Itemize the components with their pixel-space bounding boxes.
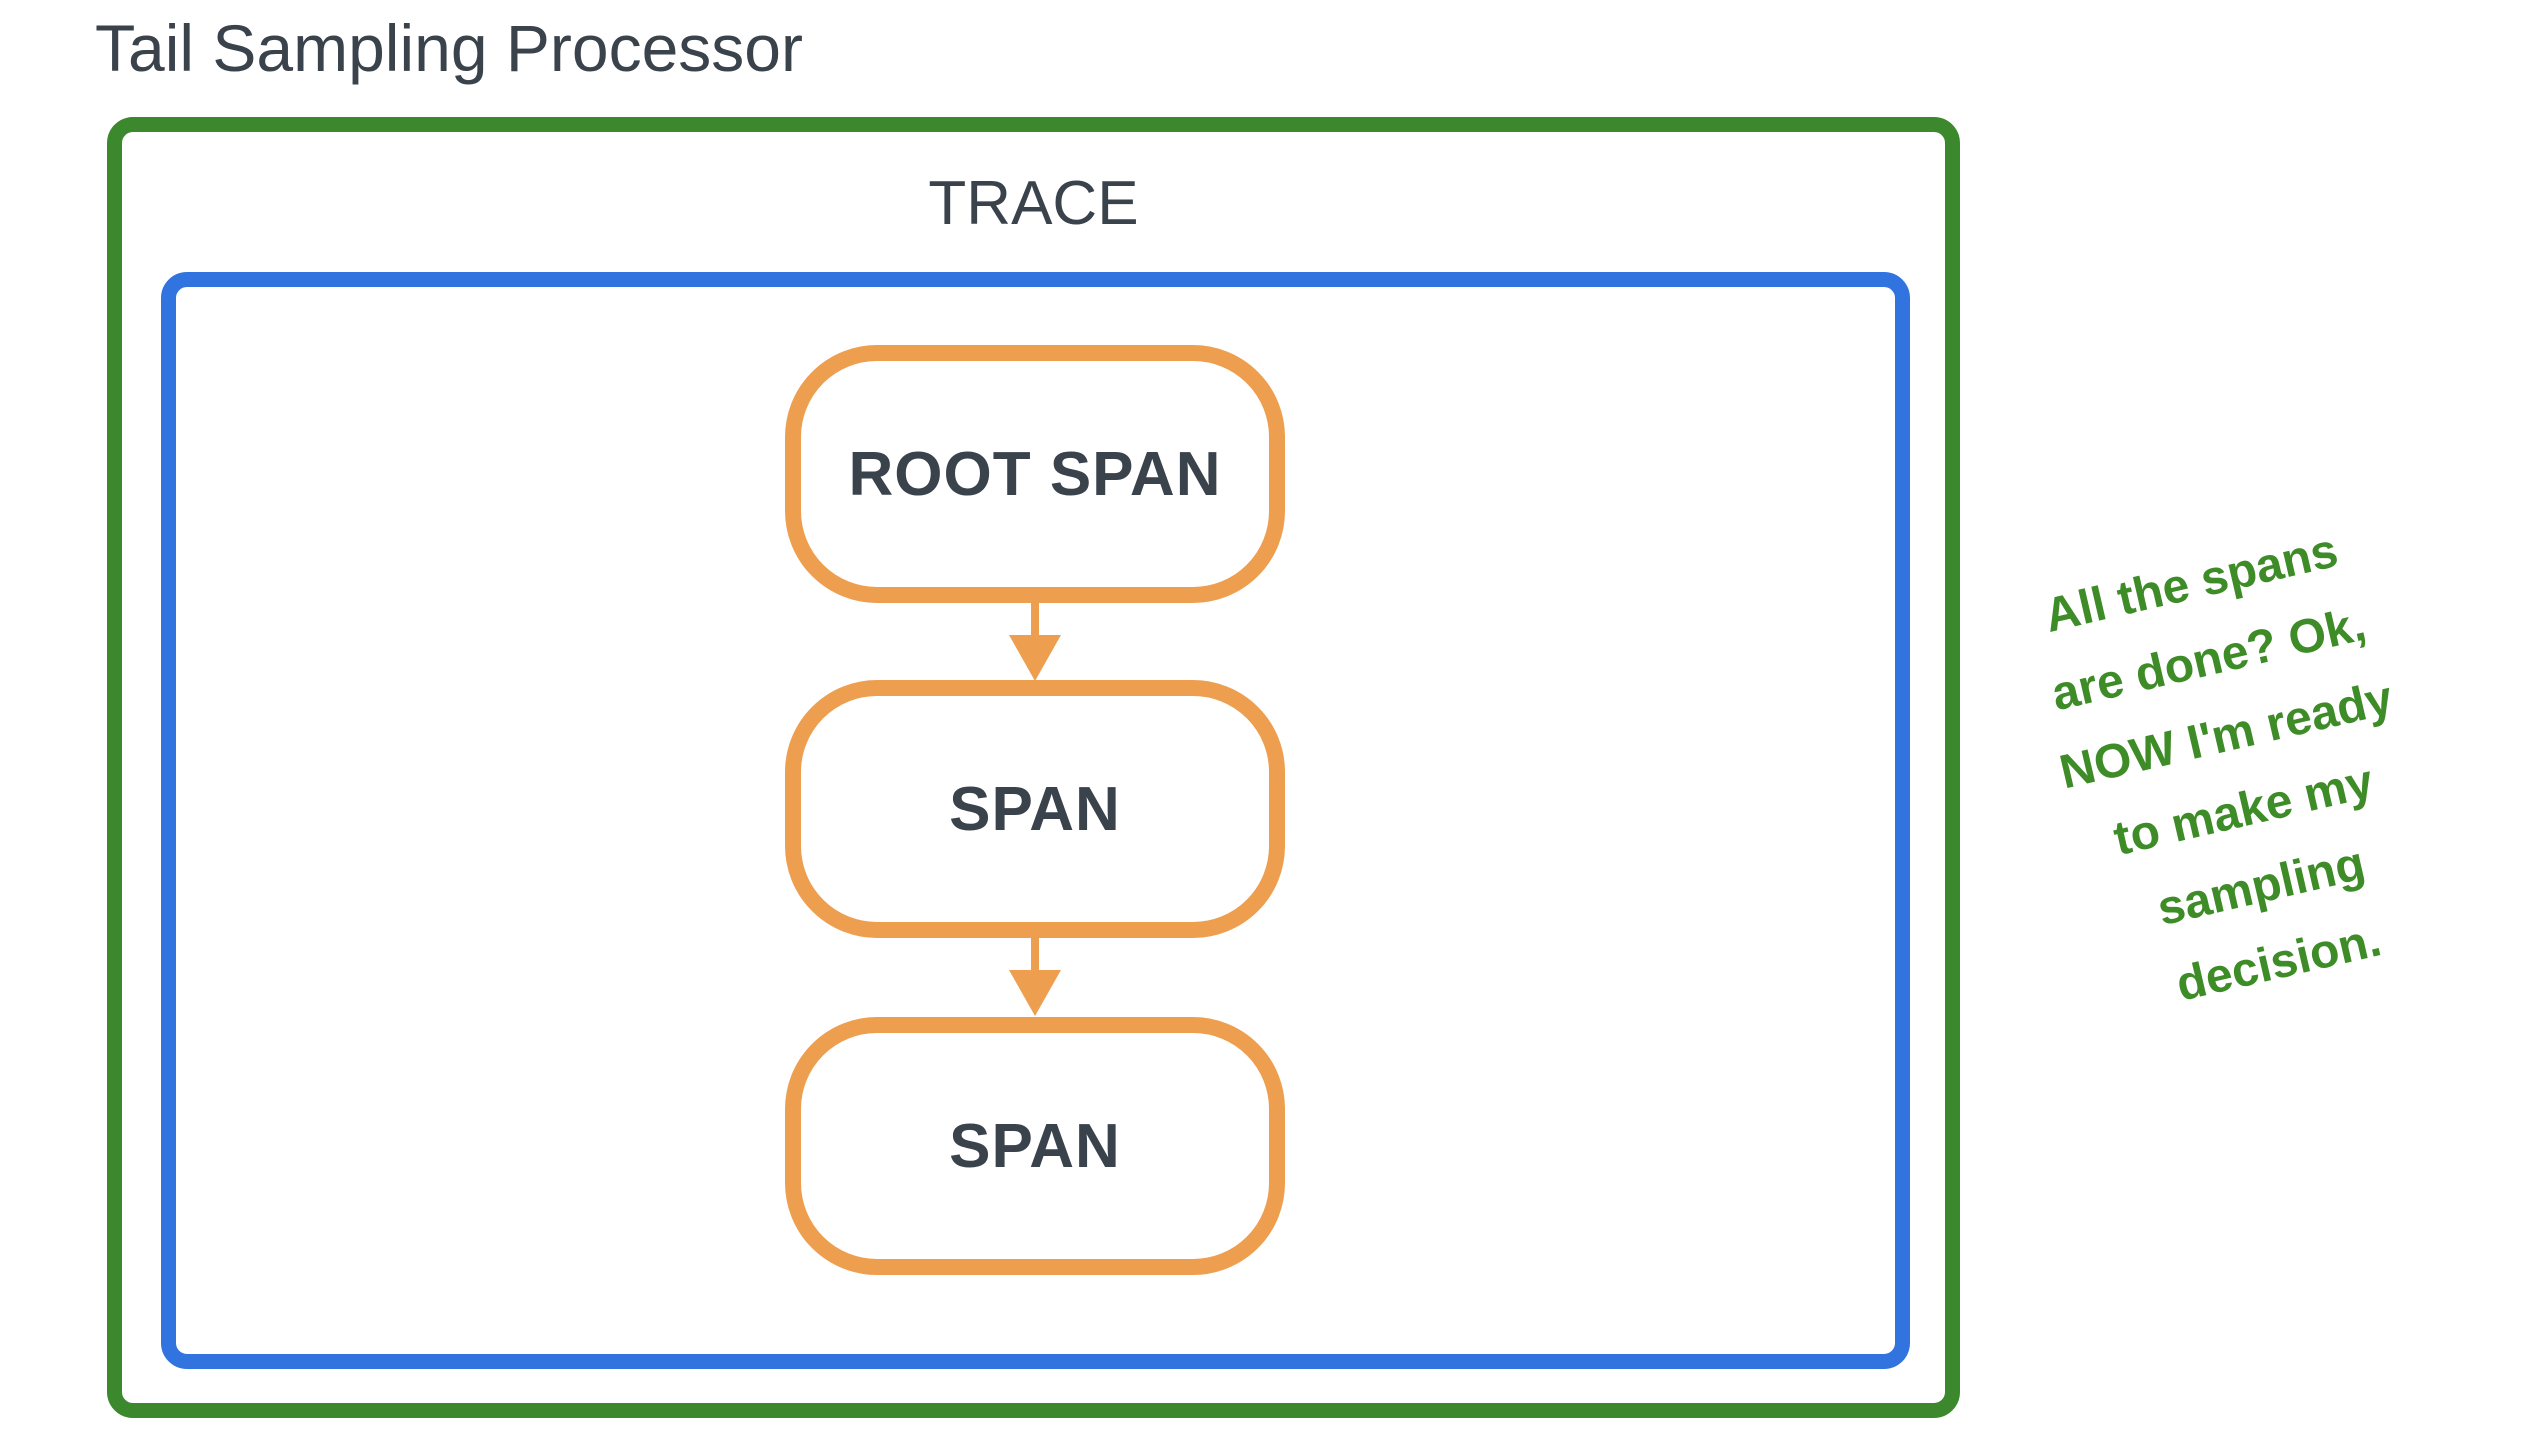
root-span-label: ROOT SPAN xyxy=(848,439,1222,509)
span-label: SPAN xyxy=(949,774,1121,844)
tail-sampling-processor-box: TRACE ROOT SPAN SPAN SPAN xyxy=(107,117,1960,1418)
arrow-down-icon xyxy=(1009,938,1061,1016)
annotation-text: All the spans are done? Ok, NOW I'm read… xyxy=(1890,478,2542,1068)
diagram-title: Tail Sampling Processor xyxy=(95,11,803,85)
span-node: SPAN xyxy=(785,1017,1285,1275)
trace-label: TRACE xyxy=(928,169,1139,238)
arrow-head xyxy=(1009,970,1061,1016)
root-span-node: ROOT SPAN xyxy=(785,345,1285,603)
trace-box: ROOT SPAN SPAN SPAN xyxy=(161,272,1910,1369)
span-node: SPAN xyxy=(785,680,1285,938)
span-label: SPAN xyxy=(949,1111,1121,1181)
arrow-head xyxy=(1009,635,1061,681)
arrow-stem xyxy=(1031,603,1039,635)
arrow-down-icon xyxy=(1009,603,1061,681)
arrow-stem xyxy=(1031,938,1039,970)
